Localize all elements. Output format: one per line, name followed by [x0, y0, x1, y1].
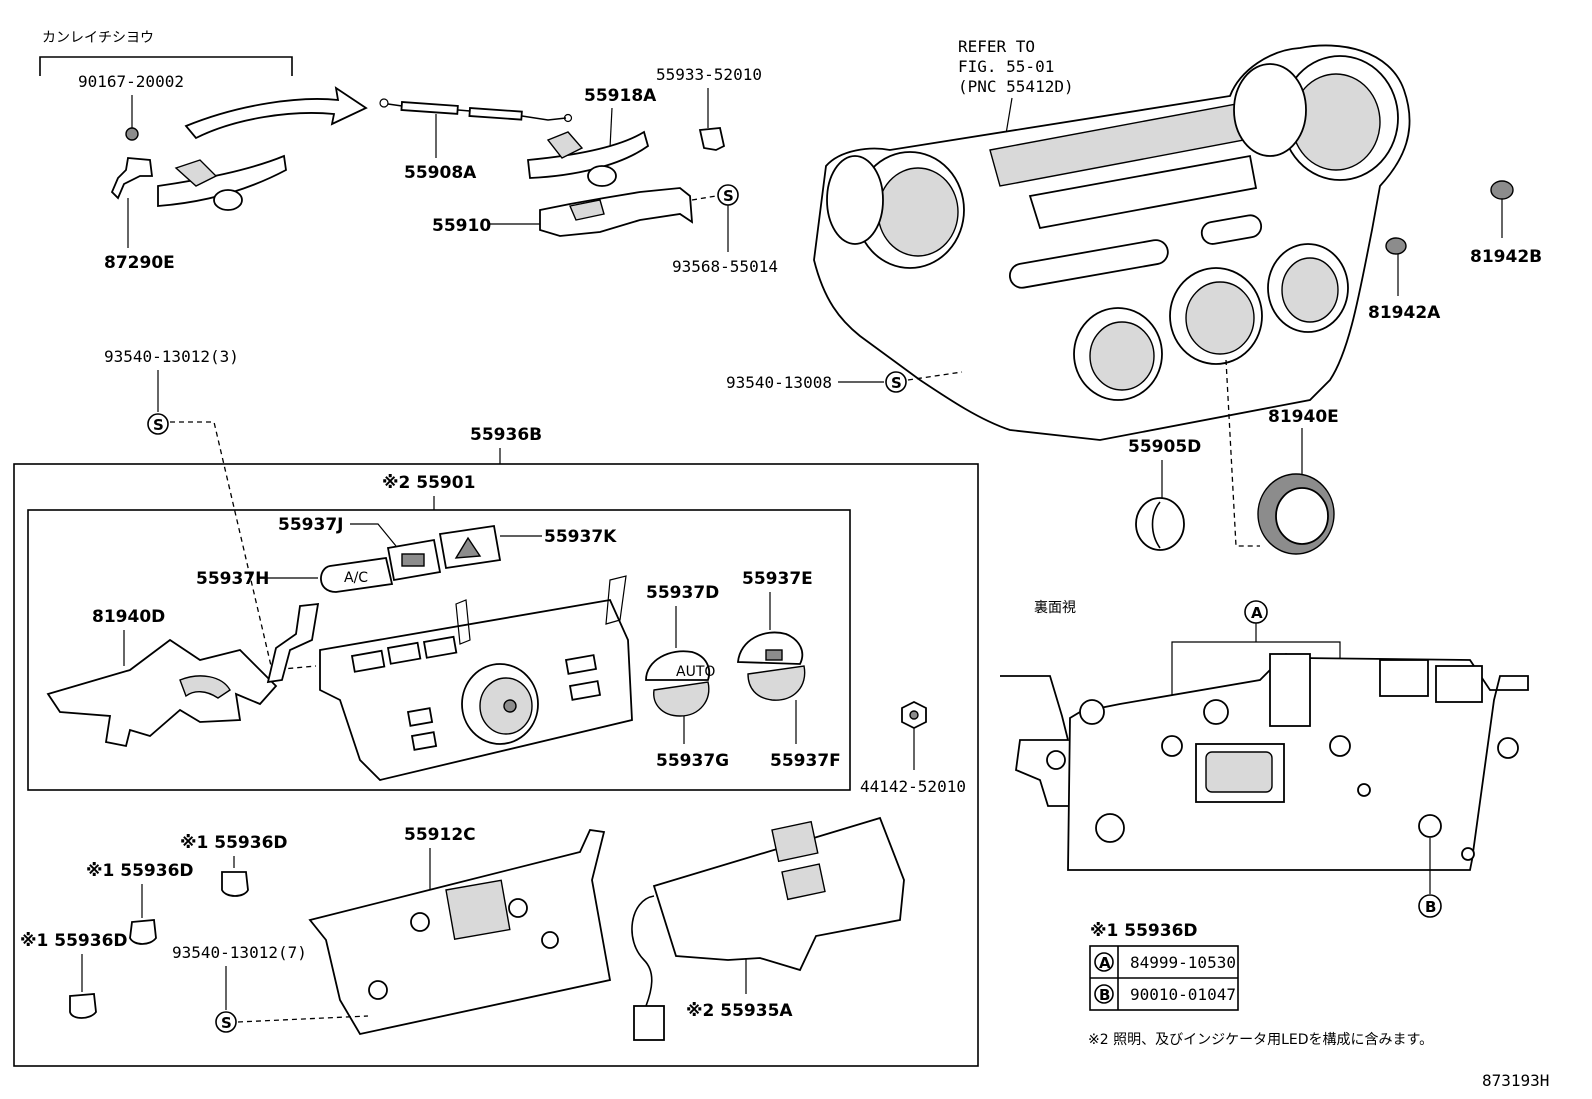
label-55918A: 55918A: [584, 86, 657, 106]
svg-text:A/C: A/C: [344, 570, 368, 586]
button-55937f: [747, 665, 806, 701]
label-55912C: 55912C: [404, 825, 476, 845]
legend-part-a: 84999-10530: [1130, 953, 1236, 972]
svg-text:A: A: [1251, 604, 1263, 622]
direction-arrow: [184, 86, 368, 140]
label-93540-13012-3: 93540-13012(3): [104, 347, 239, 366]
refer-note-1: REFER TO: [958, 37, 1035, 56]
label-90167-20002: 90167-20002: [78, 72, 184, 91]
label-55937E: 55937E: [742, 569, 813, 589]
legend-mark-b: B: [1099, 986, 1110, 1004]
refer-note-2: FIG. 55-01: [958, 57, 1054, 76]
header-note: カンレイチシヨウ: [42, 30, 154, 46]
label-55935A: ※2 55935A: [686, 1001, 793, 1021]
label-55937K: 55937K: [544, 527, 617, 547]
legend-mark-a: A: [1099, 954, 1111, 972]
screw-callout-93540-3: 93540-13012(3) S: [104, 347, 317, 671]
board-55935a: [652, 816, 905, 972]
bulb-55936d-3: [69, 993, 97, 1019]
svg-text:B: B: [1425, 898, 1436, 916]
cap-55905d: [1135, 497, 1185, 551]
bezel-group: REFER TO FIG. 55-01 (PNC 55412D) 93540-1…: [726, 37, 1542, 555]
marker-b-bottom: B: [1418, 894, 1442, 918]
label-55905D: 55905D: [1128, 437, 1201, 457]
button-auto: [645, 650, 711, 681]
legend-title: ※1 55936D: [1090, 921, 1198, 941]
label-81942B: 81942B: [1470, 247, 1542, 267]
label-55908A: 55908A: [404, 163, 477, 183]
label-55910: 55910: [432, 216, 491, 236]
cable-assembly-group: カンレイチシヨウ 90167-20002 87290E 55908A 55918…: [39, 30, 778, 276]
label-55936D-low: ※1 55936D: [20, 931, 128, 951]
label-93540-13008: 93540-13008: [726, 373, 832, 392]
label-55937J: 55937J: [278, 515, 343, 535]
svg-text:S: S: [153, 416, 164, 434]
bracket-87290e: [110, 157, 154, 200]
rear-view-group: 裏面視 A B: [1000, 599, 1529, 918]
legend-table: ※1 55936D A 84999-10530 B 90010-01047: [1089, 921, 1239, 1011]
label-55937H: 55937H: [196, 569, 269, 589]
label-55937D: 55937D: [646, 583, 719, 603]
label-55901: ※2 55901: [382, 473, 475, 493]
figure-id: 873193H: [1482, 1071, 1549, 1090]
label-55936B: 55936B: [470, 425, 542, 445]
bulb-55936d-1: [221, 871, 249, 897]
bulb-55936d-2: [129, 919, 157, 945]
label-81942A: 81942A: [1368, 303, 1441, 323]
rear-view-label: 裏面視: [1034, 599, 1076, 616]
bracket-55910: [539, 187, 694, 237]
screw-icon: [125, 127, 139, 141]
clip-55933: [698, 127, 726, 151]
button-ac: [320, 556, 394, 593]
label-55933-52010: 55933-52010: [656, 65, 762, 84]
footnote: ※2 照明、及びインジケータ用LEDを構成に含みます。: [1088, 1032, 1433, 1048]
button-55937e: [737, 631, 804, 665]
svg-text:AUTO: AUTO: [676, 664, 715, 680]
label-55937F: 55937F: [770, 751, 841, 771]
panel-assembly-55936b: 55936B ※2 55901 55937J 55937K 55937H A/C: [13, 425, 979, 1067]
bracket-81940d: [46, 638, 278, 748]
knob-81942b: [1490, 180, 1514, 200]
header-bracket: [39, 56, 293, 76]
svg-text:S: S: [723, 187, 734, 205]
svg-text:S: S: [891, 374, 902, 392]
label-87290E: 87290E: [104, 253, 175, 273]
label-55937G: 55937G: [656, 751, 729, 771]
label-44142-52010: 44142-52010: [860, 777, 966, 796]
connector-55935a: [633, 1005, 665, 1041]
screw-symbol-93540-13008: S: [885, 371, 907, 393]
frame-55901: [27, 509, 851, 791]
label-81940E: 81940E: [1268, 407, 1339, 427]
screw-symbol-93568: S: [717, 184, 739, 206]
label-55936D-mid: ※1 55936D: [86, 861, 194, 881]
button-55937g: [653, 681, 710, 717]
lever-55918a: [527, 130, 650, 179]
label-81940D: 81940D: [92, 607, 165, 627]
rear-panel-outline: [1067, 652, 1529, 871]
svg-text:S: S: [221, 1014, 232, 1032]
refer-note-3: (PNC 55412D): [958, 77, 1074, 96]
label-55936D-top: ※1 55936D: [180, 833, 288, 853]
cable-55908a: [387, 103, 403, 107]
label-93568-55014: 93568-55014: [672, 257, 778, 276]
legend-part-b: 90010-01047: [1130, 985, 1236, 1004]
label-93540-13012-7: 93540-13012(7): [172, 943, 307, 962]
knob-81942a: [1385, 237, 1407, 255]
marker-a-top: A: [1244, 600, 1268, 624]
frame-55936b: [13, 463, 979, 1067]
